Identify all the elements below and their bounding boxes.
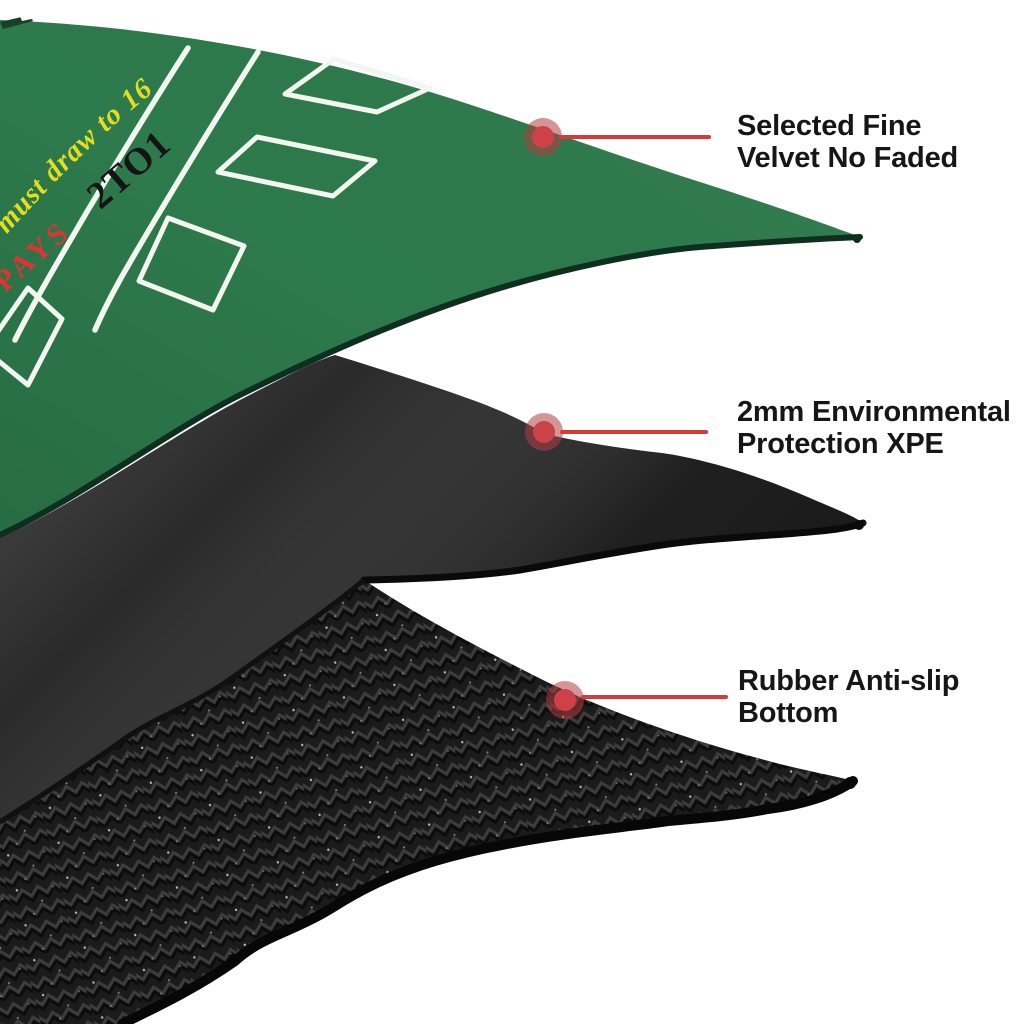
callout-line bbox=[559, 135, 711, 139]
card-box bbox=[282, 56, 433, 115]
xpe-shading bbox=[0, 355, 863, 822]
callout-dot-core bbox=[532, 126, 554, 148]
felt-tip-edge bbox=[853, 235, 861, 243]
card-box bbox=[136, 215, 247, 313]
dealer-arc-inner bbox=[12, 45, 191, 343]
xpe-left-edge bbox=[0, 578, 366, 825]
callout-dot bbox=[546, 681, 584, 719]
callout-label-line: Bottom bbox=[738, 697, 839, 729]
xpe-tip-edge bbox=[854, 520, 864, 530]
felt-corner-highlight bbox=[20, 11, 46, 21]
callout-dot-core bbox=[533, 421, 555, 443]
callout-label-line: Velvet No Faded bbox=[737, 142, 959, 174]
callout-label-line: Protection XPE bbox=[737, 428, 944, 460]
callout-label-velvet: Selected Fine Velvet No Faded bbox=[737, 110, 958, 174]
rubber-bottom-edge bbox=[117, 776, 858, 1024]
rubber-tip-edge bbox=[844, 777, 856, 789]
callout-line bbox=[581, 695, 728, 699]
callout-label-xpe: 2mm Environmental Protection XPE bbox=[737, 396, 1011, 460]
callout-label-rubber: Rubber Anti-slip Bottom bbox=[738, 665, 959, 729]
callout-dot bbox=[524, 118, 562, 156]
card-box bbox=[0, 285, 65, 388]
callout-dot bbox=[525, 413, 563, 451]
xpe-bottom-edge bbox=[360, 519, 867, 584]
felt-layer: must draw to 16 PAYS 2TO1 bbox=[0, 11, 863, 538]
felt-bottom-edge bbox=[0, 234, 863, 538]
dealer-arc-outer bbox=[92, 49, 261, 333]
callout-label-line: Selected Fine bbox=[737, 110, 922, 142]
callout-label-line: Rubber Anti-slip bbox=[738, 665, 960, 697]
callout-dot-core bbox=[554, 689, 576, 711]
xpe-layer bbox=[0, 355, 867, 825]
callout-label-line: 2mm Environmental bbox=[737, 396, 1011, 428]
callout-line bbox=[560, 430, 708, 434]
card-box bbox=[215, 134, 378, 199]
